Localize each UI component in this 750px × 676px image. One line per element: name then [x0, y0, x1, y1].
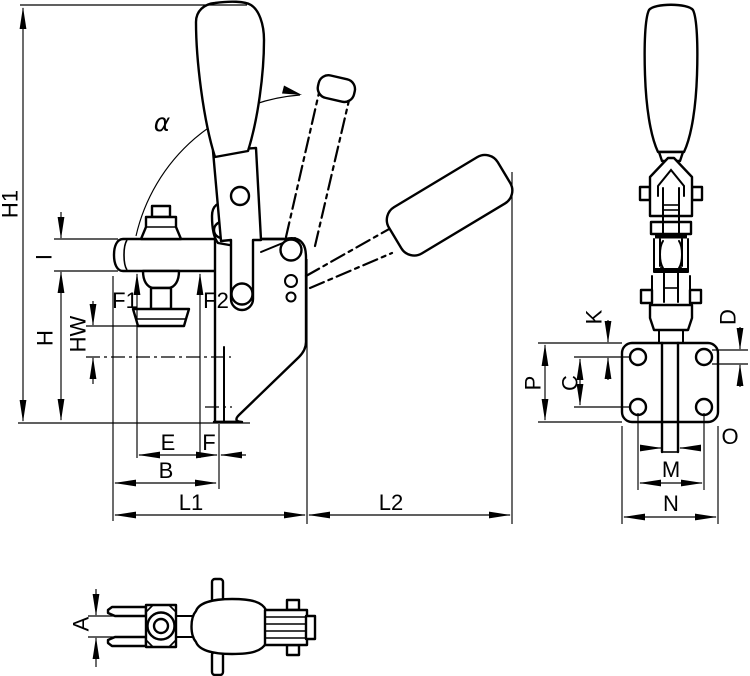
mounting-plate	[620, 341, 720, 424]
spindle-top-cap	[150, 204, 172, 219]
clevis-outer	[648, 156, 694, 218]
top-view: A	[69, 577, 317, 676]
dim-label-e: E	[161, 430, 176, 455]
handle-root-ribbed	[263, 608, 309, 647]
handle-grip-closed	[194, 0, 266, 159]
handle-closed	[194, 0, 266, 312]
handle-open-phantom	[284, 74, 514, 290]
toggle-nut-band	[649, 220, 693, 236]
dim-label-n: N	[663, 491, 679, 516]
side-tab-left-lower	[639, 288, 654, 305]
open-arm-grip	[385, 153, 514, 257]
front-view-dimensions: K D P C O M N	[521, 309, 748, 524]
mounting-hole-tr	[694, 347, 714, 367]
fork-prong-bottom	[106, 635, 148, 648]
clevis-inner	[657, 168, 685, 197]
dim-label-i: I	[32, 254, 57, 260]
side-tab-right-lower	[688, 288, 703, 305]
lever-hole	[229, 185, 251, 207]
dim-label-f1: F1	[112, 288, 138, 313]
dim-label-alpha: α	[154, 108, 171, 137]
side-tab-right-upper	[690, 185, 704, 202]
side-view-dimensions: H1 I H HW F1 F2 E F B L1 L2 α	[0, 4, 513, 524]
dim-label-p: P	[521, 376, 546, 391]
angle-arrowhead	[282, 85, 302, 95]
spindle-circle-inner	[152, 617, 170, 635]
body-small-hole-1	[284, 274, 298, 288]
dim-label-l1: L1	[179, 490, 203, 515]
clamp-body	[212, 236, 308, 424]
dim-label-m: M	[662, 457, 680, 482]
dim-label-f: F	[202, 430, 215, 455]
dim-label-o: O	[721, 424, 738, 449]
handle-lever	[211, 146, 263, 312]
dim-label-a: A	[69, 616, 94, 631]
dim-label-hw: HW	[66, 315, 91, 352]
front-mounting-plate	[620, 341, 720, 454]
handle-root-end-cap	[304, 614, 317, 641]
dim-label-l2: L2	[379, 490, 403, 515]
top-view-dimensions: A	[69, 589, 115, 667]
mounting-hole-br	[694, 397, 714, 417]
dim-label-f2: F2	[203, 288, 229, 313]
fork-prong-top	[106, 605, 148, 618]
mounting-hole-bl	[628, 397, 648, 417]
mounting-hole-tl	[628, 347, 648, 367]
front-handle-neck	[657, 150, 685, 163]
pivot-hole	[279, 238, 303, 262]
screw-tab-bottom	[285, 643, 301, 657]
pivot-body-top-view	[190, 597, 268, 656]
dim-label-k: K	[582, 309, 607, 324]
spindle-foot	[131, 307, 191, 328]
dim-label-h1: H1	[0, 190, 23, 218]
pivot-pin-bottom	[210, 650, 225, 676]
top-view-parts	[106, 577, 317, 676]
dim-label-c: C	[558, 375, 583, 391]
front-linkage	[638, 156, 704, 344]
toggle-roller	[659, 240, 683, 269]
screw-tab-top	[285, 598, 301, 612]
body-small-hole-2	[285, 291, 297, 303]
open-handle-end-cap	[316, 74, 357, 104]
side-view: H1 I H HW F1 F2 E F B L1 L2 α	[0, 0, 514, 524]
dim-label-d: D	[716, 309, 741, 325]
spindle-stem	[149, 286, 173, 311]
side-tab-left-upper	[638, 185, 652, 202]
spindle-nut	[139, 215, 183, 241]
dim-label-b: B	[159, 458, 174, 483]
lever-pivot-hole	[230, 282, 254, 306]
dim-label-h: H	[33, 330, 58, 346]
plunger-base-block	[648, 303, 694, 332]
spindle-collar	[141, 269, 181, 290]
front-handle-grip	[643, 3, 699, 154]
front-view: K D P C O M N	[521, 3, 748, 524]
spindle-assembly	[131, 204, 191, 328]
angle-arc	[135, 85, 302, 237]
front-handle	[643, 3, 699, 163]
